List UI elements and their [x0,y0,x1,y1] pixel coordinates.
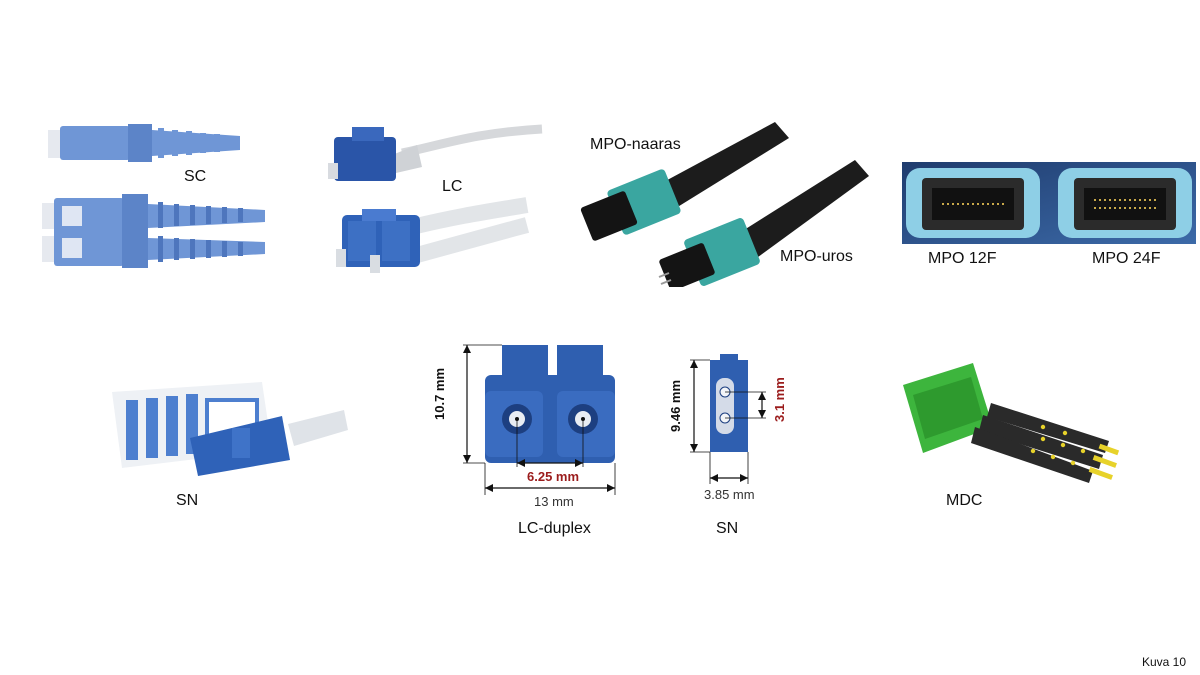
mpo-12f-24f-image [902,162,1196,244]
sn-connector-image [112,382,348,476]
sn-drawing [690,354,766,484]
mpo-male-label: MPO-uros [780,248,853,265]
sc-label: SC [184,168,207,185]
figure-caption: Kuva 10 [1142,655,1187,669]
lc-duplex-drawing [463,344,616,495]
mdc-connector-image [903,363,1120,483]
mpo-female-label: MPO-naaras [590,136,681,153]
lc-connector-image [328,124,543,273]
mpo-12f-label: MPO 12F [928,250,997,267]
lc-duplex-label: LC-duplex [518,520,591,537]
lc-pitch-dimension: 6.25 mm [527,469,580,484]
sn-photo-label: SN [176,492,199,509]
mpo-24f-label: MPO 24F [1092,250,1161,267]
mdc-label: MDC [946,492,983,509]
lc-height-dimension: 10.7 mm [432,367,447,420]
sn-pitch-dimension: 3.1 mm [772,377,787,422]
sn-drawing-label: SN [716,520,739,537]
lc-width-dimension: 13 mm [534,494,574,509]
sn-height-dimension: 9.46 mm [668,379,683,432]
lc-label: LC [442,178,463,195]
mpo-connector-image [580,122,869,287]
sn-width-dimension: 3.85 mm [704,487,755,502]
sc-connector-image [42,124,265,268]
